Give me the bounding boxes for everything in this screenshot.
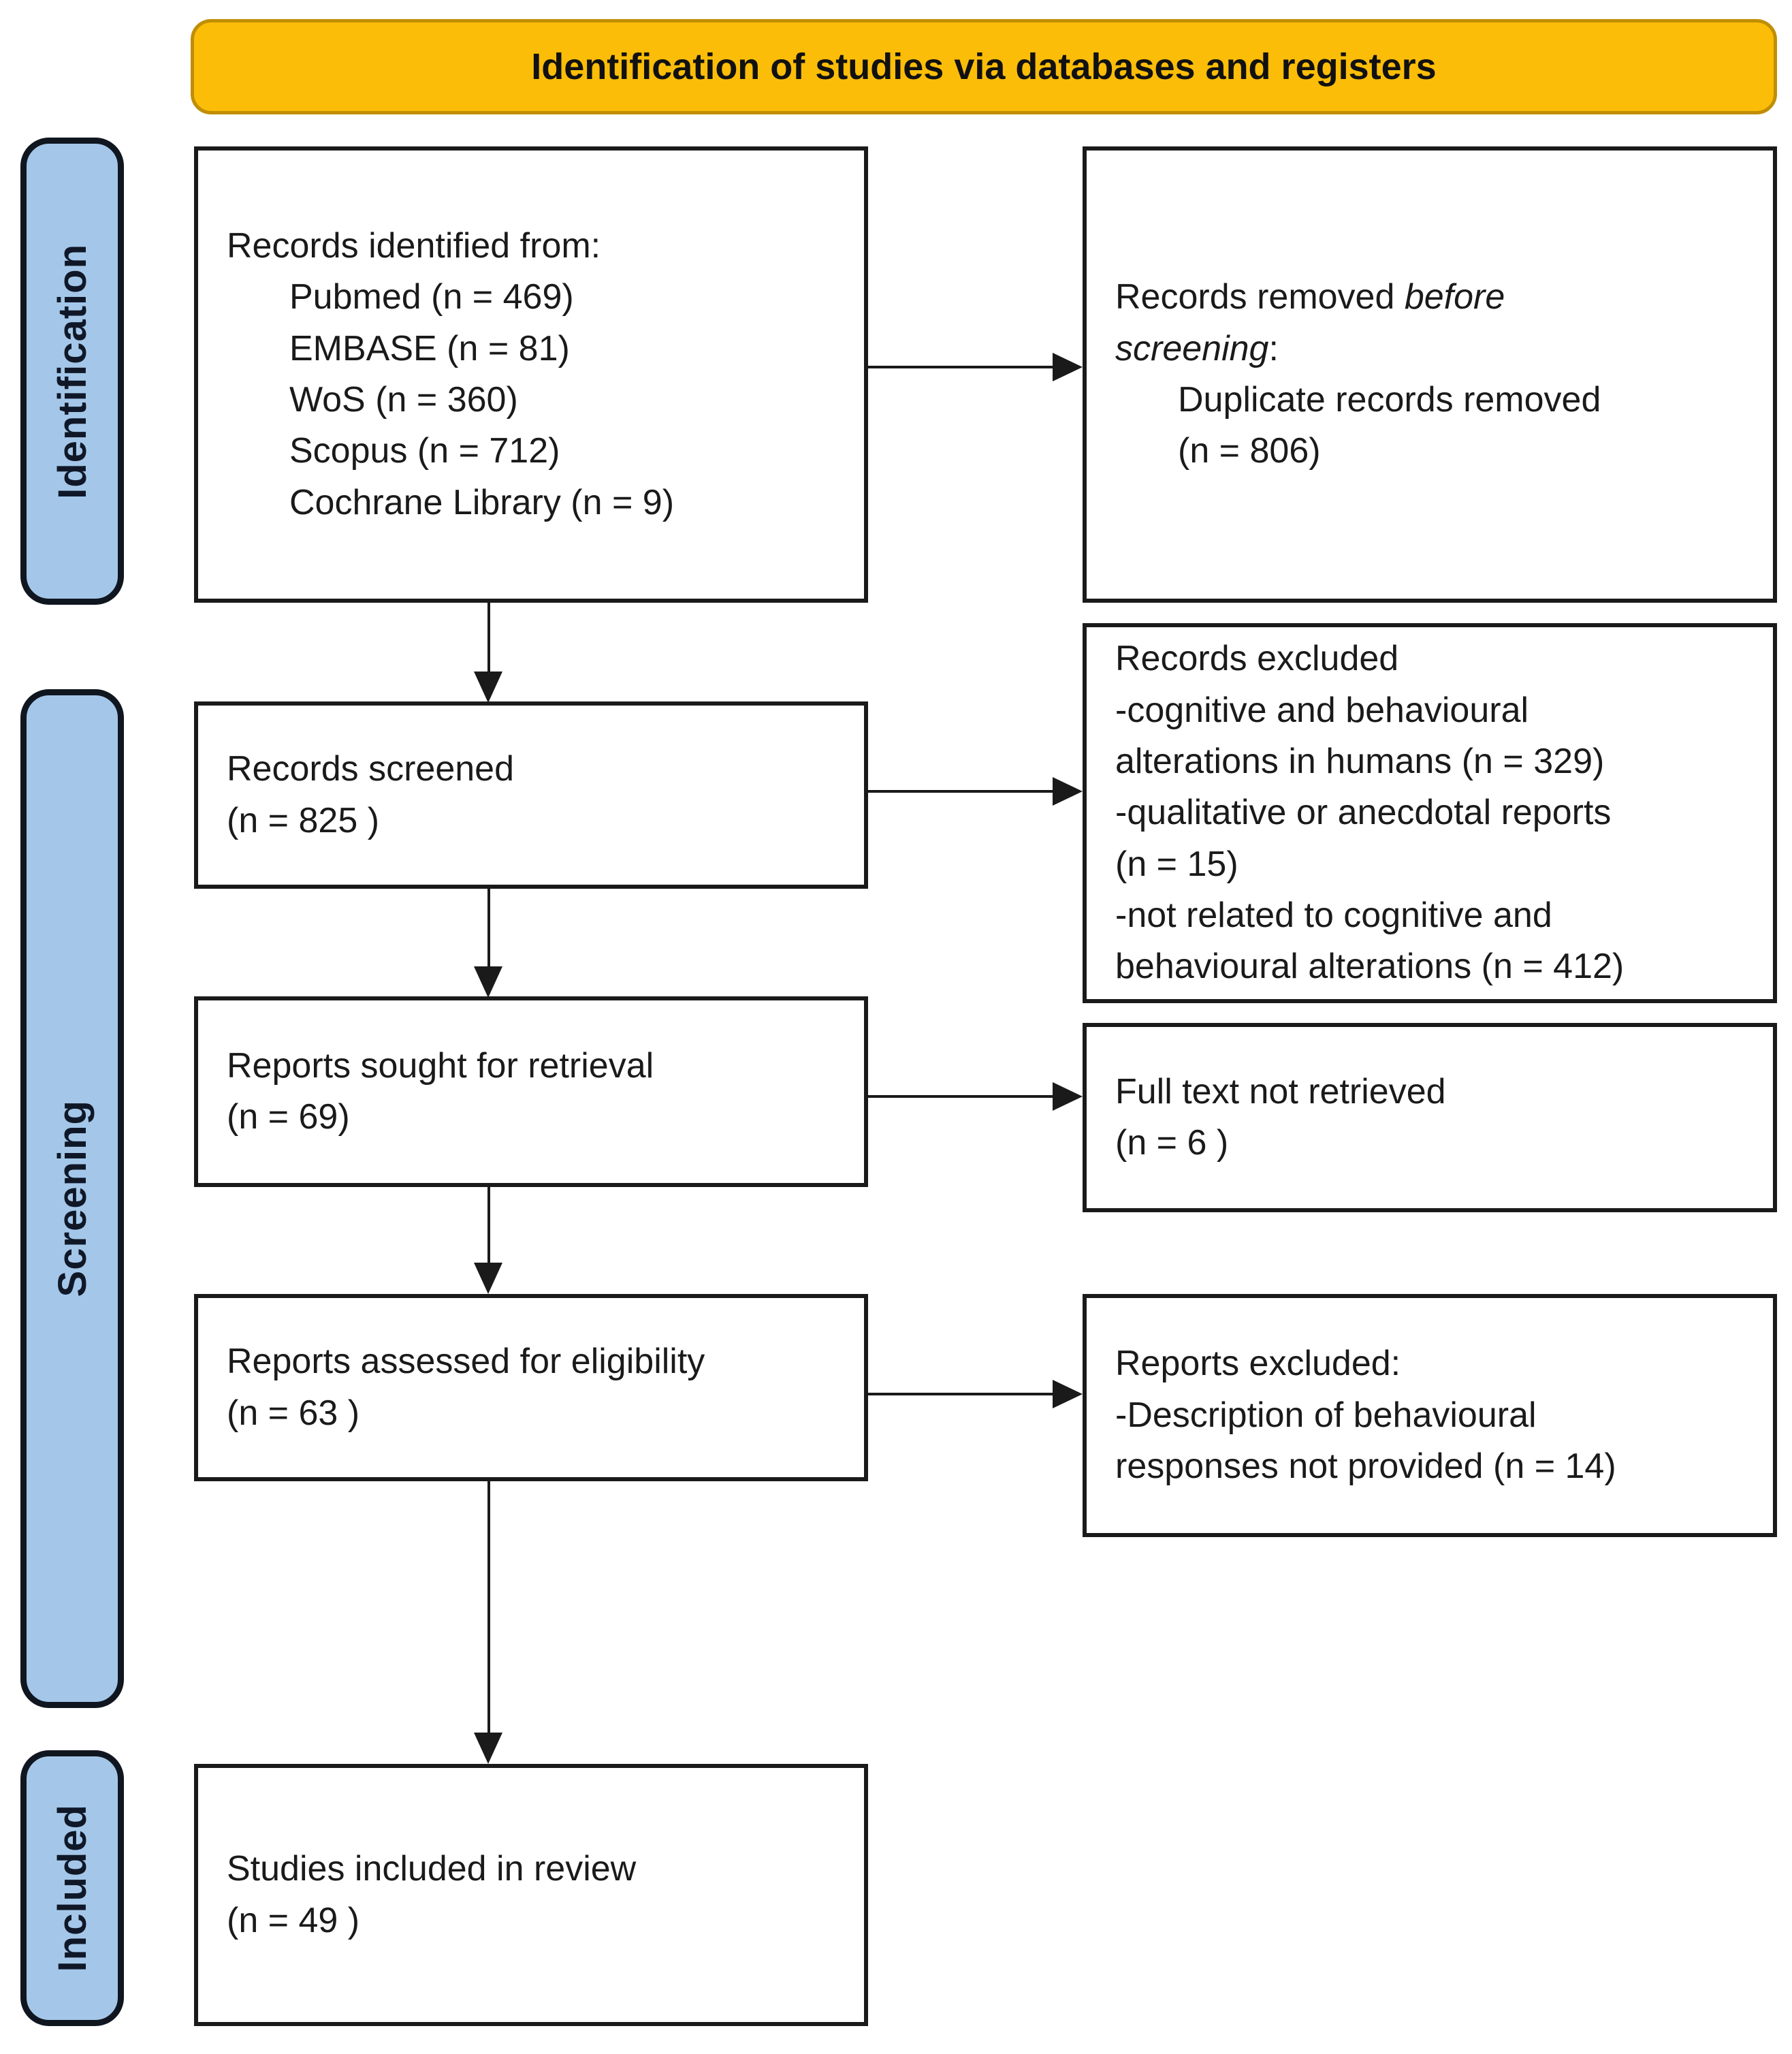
text-line: Duplicate records removed	[1178, 380, 1601, 420]
header-title: Identification of studies via databases …	[531, 46, 1437, 87]
arrow-assessed-to-included-line	[487, 1481, 490, 1733]
text-line: Scopus (n = 712)	[289, 431, 560, 471]
stage-label-included: Included	[50, 1804, 95, 1972]
text-line: WoS (n = 360)	[289, 380, 518, 420]
text-line: (n = 806)	[1178, 431, 1321, 471]
text-line: (n = 6 )	[1115, 1123, 1229, 1163]
text-line: (n = 63 )	[227, 1393, 360, 1433]
arrow-sought-to-assessed-head	[474, 1263, 502, 1294]
stage-label-screening: Screening	[50, 1100, 95, 1297]
box-studies-included: Studies included in review (n = 49 )	[194, 1764, 868, 2026]
box-records-screened: Records screened (n = 825 )	[194, 701, 868, 889]
text-line: Reports excluded:	[1115, 1344, 1401, 1384]
arrow-identified-to-screened-line	[487, 603, 490, 672]
text-line: -Description of behavioural	[1115, 1395, 1537, 1435]
arrow-assessed-to-included-head	[474, 1733, 502, 1764]
text-line: EMBASE (n = 81)	[289, 328, 570, 368]
box-reports-excluded: Reports excluded: -Description of behavi…	[1083, 1294, 1777, 1537]
text-line: (n = 15)	[1115, 844, 1238, 884]
box-records-identified: Records identified from: Pubmed (n = 469…	[194, 146, 868, 603]
text-line: Reports sought for retrieval	[227, 1045, 654, 1086]
text-line: -not related to cognitive and	[1115, 896, 1552, 936]
arrow-assessed-to-reportsexcluded-line	[868, 1393, 1053, 1395]
arrow-identified-to-removed-head	[1053, 353, 1083, 381]
arrow-screened-to-excluded-line	[868, 790, 1053, 793]
stage-bar-screening: Screening	[20, 689, 124, 1708]
arrow-sought-to-notretrieved-head	[1053, 1082, 1083, 1111]
box-reports-assessed: Reports assessed for eligibility (n = 63…	[194, 1294, 868, 1481]
text-line: (n = 69)	[227, 1097, 350, 1137]
text-line: Studies included in review	[227, 1849, 637, 1889]
text-line: (n = 825 )	[227, 800, 380, 840]
box-reports-sought: Reports sought for retrieval (n = 69)	[194, 996, 868, 1187]
text-line: Records removed before screening:	[1115, 272, 1754, 375]
box-full-text-not-retrieved: Full text not retrieved (n = 6 )	[1083, 1023, 1777, 1212]
text-line: behavioural alterations (n = 412)	[1115, 947, 1625, 987]
text-line: Records excluded	[1115, 639, 1399, 679]
text-segment-italic: before	[1404, 277, 1505, 317]
text-segment-italic: screening	[1115, 328, 1269, 368]
text-line: Reports assessed for eligibility	[227, 1342, 705, 1382]
text-line: Full text not retrieved	[1115, 1071, 1446, 1111]
arrow-identified-to-screened-head	[474, 672, 502, 703]
text-line: Records screened	[227, 749, 514, 789]
text-line: Cochrane Library (n = 9)	[289, 482, 675, 522]
text-line: responses not provided (n = 14)	[1115, 1447, 1616, 1487]
text-segment: :	[1268, 328, 1279, 368]
arrow-screened-to-sought-head	[474, 966, 502, 998]
text-line: (n = 49 )	[227, 1900, 360, 1940]
text-line: Pubmed (n = 469)	[289, 277, 574, 317]
arrow-sought-to-notretrieved-line	[868, 1095, 1053, 1098]
box-records-removed: Records removed before screening: Duplica…	[1083, 146, 1777, 603]
stage-label-identification: Identification	[50, 243, 95, 499]
stage-bar-identification: Identification	[20, 138, 124, 605]
arrow-screened-to-excluded-head	[1053, 777, 1083, 806]
text-line: alterations in humans (n = 329)	[1115, 741, 1605, 781]
text-line: Records identified from:	[227, 225, 601, 266]
box-records-excluded: Records excluded -cognitive and behaviou…	[1083, 623, 1777, 1003]
text-line: -qualitative or anecdotal reports	[1115, 793, 1612, 833]
arrow-identified-to-removed-line	[868, 366, 1053, 368]
stage-bar-included: Included	[20, 1750, 124, 2026]
text-segment: Records removed	[1115, 277, 1405, 317]
arrow-sought-to-assessed-line	[487, 1187, 490, 1263]
text-line: -cognitive and behavioural	[1115, 690, 1529, 730]
arrow-screened-to-sought-line	[487, 889, 490, 966]
header-banner: Identification of studies via databases …	[191, 19, 1777, 114]
arrow-assessed-to-reportsexcluded-head	[1053, 1380, 1083, 1408]
